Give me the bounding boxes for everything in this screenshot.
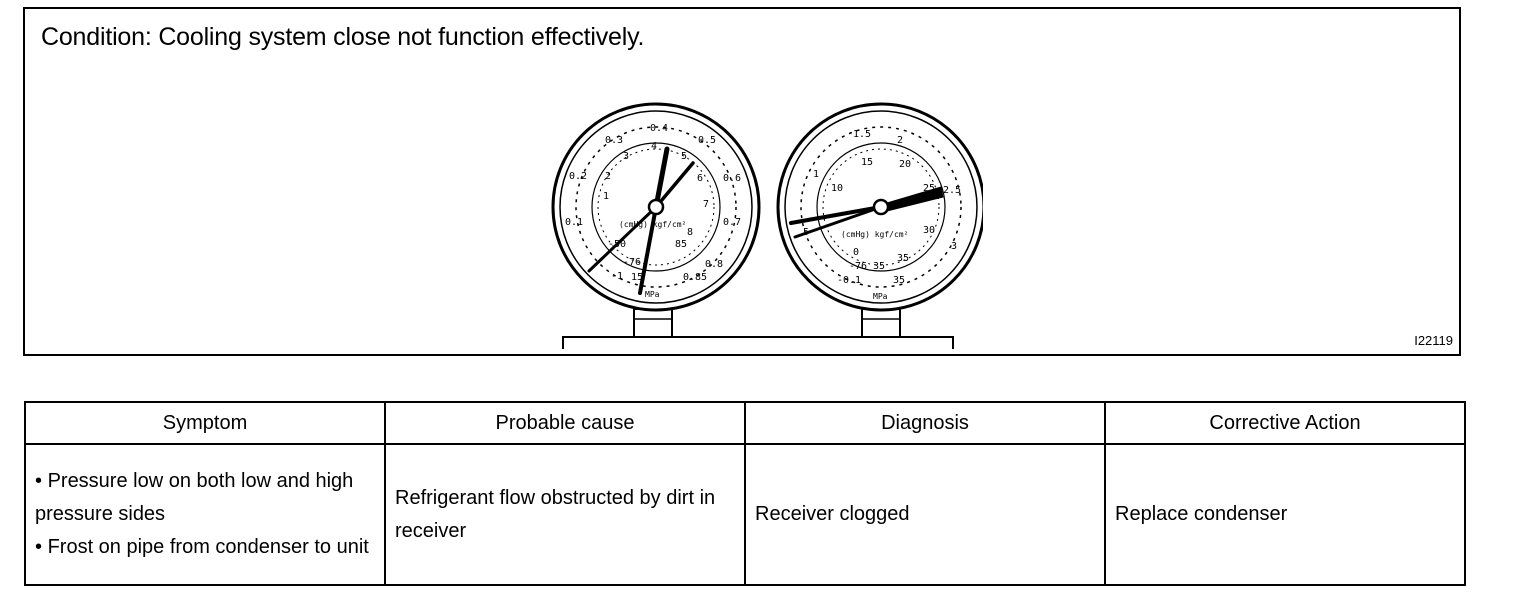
manifold-gauge-illustration: 0.4 0.3 0.5 0.2 0.6 0.1 0.7 0.8 0.85 1 2… — [551, 102, 983, 349]
low-gauge-outer-label: 0.5 — [698, 135, 716, 146]
high-gauge-vacuum-label: -76 — [849, 261, 867, 272]
high-gauge-inner-label: 10 — [831, 183, 843, 194]
low-gauge-needle — [653, 146, 670, 210]
symptom-list: Pressure low on both low and high pressu… — [35, 465, 375, 564]
high-gauge-inner-label: 25 — [923, 183, 935, 194]
low-gauge-vacuum-label: -76 — [623, 257, 641, 268]
high-gauge-outer-label: 2.5 — [943, 185, 961, 196]
high-gauge-inner-label: 15 — [861, 157, 873, 168]
low-gauge-inner-label: 4 — [651, 141, 657, 152]
figure-panel: Condition: Cooling system close not func… — [23, 7, 1461, 356]
high-gauge-hub — [872, 198, 890, 216]
header-diagnosis: Diagnosis — [744, 401, 1106, 445]
low-gauge-needle — [638, 205, 658, 295]
low-gauge-outer-label: 0.4 — [650, 123, 668, 134]
low-gauge-vacuum-label: 15 — [631, 272, 643, 283]
header-corrective-action: Corrective Action — [1104, 401, 1466, 445]
header-symptom: Symptom — [24, 401, 386, 445]
low-gauge-outer-label: 0.85 — [683, 272, 707, 283]
high-gauge-outer-label: 1 — [813, 169, 819, 180]
high-gauge-vacuum-label: 0 — [853, 247, 859, 258]
low-gauge-vacuum-label: -1 — [611, 271, 623, 282]
low-gauge-outer-label: 0.3 — [605, 135, 623, 146]
high-gauge-needle — [793, 205, 883, 239]
high-gauge-inner-label: 20 — [899, 159, 911, 170]
low-gauge-inner-label: 8 — [687, 227, 693, 238]
corrective-action-cell: Replace condenser — [1104, 443, 1466, 586]
low-gauge-needles — [587, 146, 695, 295]
figure-id: I22119 — [1414, 333, 1453, 348]
symptom-item: Frost on pipe from condenser to unit — [35, 531, 375, 564]
diagnosis-cell: Receiver clogged — [744, 443, 1106, 586]
low-gauge-needle — [654, 161, 695, 209]
header-probable-cause: Probable cause — [384, 401, 746, 445]
low-gauge-inner-label: 3 — [623, 151, 629, 162]
low-gauge-vacuum-label: 85 — [675, 239, 687, 250]
low-gauge-inner-label: 7 — [703, 199, 709, 210]
symptom-item: Pressure low on both low and high pressu… — [35, 465, 375, 531]
high-gauge-needles — [789, 186, 944, 239]
high-gauge-units-label: (cmHg) kgf/cm² — [841, 230, 908, 239]
low-gauge-inner-label: 1 — [603, 191, 609, 202]
table-row: Pressure low on both low and high pressu… — [24, 443, 1466, 586]
probable-cause-cell: Refrigerant flow obstructed by dirt in r… — [384, 443, 746, 586]
low-gauge-outer-label: 0.7 — [723, 217, 741, 228]
low-gauge-hub — [647, 198, 665, 216]
symptom-cell: Pressure low on both low and high pressu… — [24, 443, 386, 586]
low-gauge-mpa-label: MPa — [645, 290, 660, 299]
condition-title: Condition: Cooling system close not func… — [41, 23, 645, 51]
low-gauge-inner-label: 2 — [605, 171, 611, 182]
table-header-row: Symptom Probable cause Diagnosis Correct… — [24, 401, 1466, 445]
high-gauge-inner-label: 30 — [923, 225, 935, 236]
high-gauge-needle — [789, 205, 883, 225]
high-gauge-vacuum-label: 35 — [873, 261, 885, 272]
low-gauge-outer-label: 0.2 — [569, 171, 587, 182]
high-gauge-outer-label: 3 — [951, 241, 957, 252]
low-gauge-outer-label: 0.6 — [723, 173, 741, 184]
low-gauge-stem — [633, 308, 673, 338]
diagnosis-table: Symptom Probable cause Diagnosis Correct… — [24, 401, 1466, 586]
low-gauge-outer-label: 0.1 — [565, 217, 583, 228]
high-gauge-outer-label: 2 — [897, 135, 903, 146]
high-gauge-stem — [861, 308, 901, 338]
low-gauge-inner-label: 5 — [681, 151, 687, 162]
high-gauge-outer-label: 1.5 — [853, 129, 871, 140]
high-gauge-vacuum-label: 35 — [893, 275, 905, 286]
low-gauge-inner-label: 6 — [697, 173, 703, 184]
high-gauge-vacuum-label: -0.1 — [837, 275, 861, 286]
manifold-bar — [562, 336, 954, 349]
low-gauge-outer-label: 0.8 — [705, 259, 723, 270]
high-gauge-inner-label: 35 — [897, 253, 909, 264]
high-gauge-mpa-label: MPa — [873, 292, 888, 301]
low-gauge-needle — [587, 205, 658, 273]
